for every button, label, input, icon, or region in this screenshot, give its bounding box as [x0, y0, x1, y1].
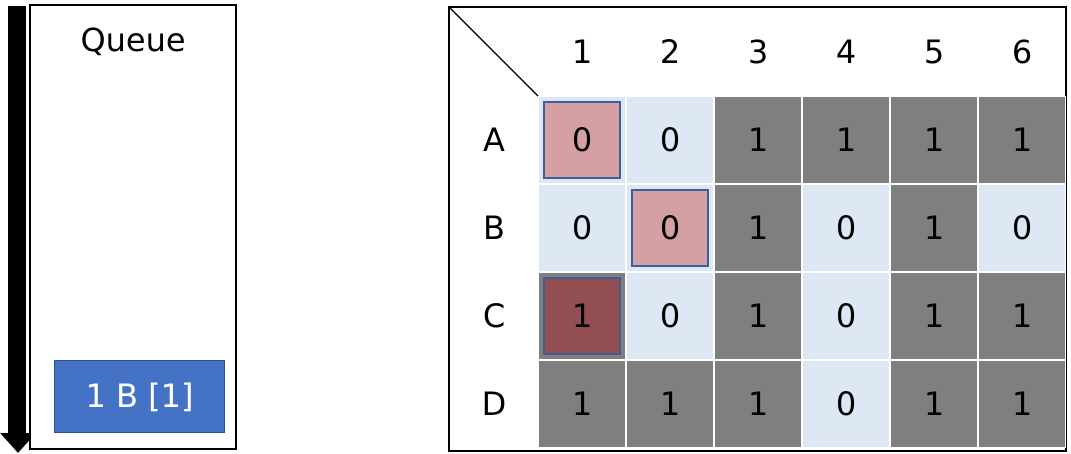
highlight-marker: [543, 101, 621, 179]
queue-panel: Queue 1 B [1]: [29, 4, 237, 450]
column-header-1: 1: [571, 33, 593, 71]
grid-cell-A6: 1: [978, 96, 1066, 184]
cell-value: 0: [659, 209, 681, 247]
cell-value: 1: [747, 385, 769, 423]
cell-value: 0: [659, 297, 681, 335]
grid-cell-B1: 0: [538, 184, 626, 272]
cell-value: 1: [1011, 297, 1033, 335]
row-header-B: B: [483, 209, 505, 247]
grid-cell-D2: 1: [626, 360, 714, 448]
cell-value: 1: [923, 385, 945, 423]
column-header-5: 5: [923, 33, 945, 71]
grid-cell-A1: 0: [538, 96, 626, 184]
cell-value: 1: [923, 121, 945, 159]
cell-value: 1: [1011, 385, 1033, 423]
queue-title: Queue: [80, 21, 186, 59]
grid-cell-D4: 0: [802, 360, 890, 448]
grid-cell-A3: 1: [714, 96, 802, 184]
grid-cell-C4: 0: [802, 272, 890, 360]
cell-value: 1: [1011, 121, 1033, 159]
grid-cell-A5: 1: [890, 96, 978, 184]
cell-value: 1: [659, 385, 681, 423]
grid-cell-C3: 1: [714, 272, 802, 360]
cell-value: 1: [571, 385, 593, 423]
cell-value: 1: [923, 209, 945, 247]
cell-value: 1: [747, 297, 769, 335]
cell-value: 0: [571, 121, 593, 159]
grid-cell-A4: 1: [802, 96, 890, 184]
cell-value: 0: [835, 209, 857, 247]
grid-cell-B5: 1: [890, 184, 978, 272]
column-header-3: 3: [747, 33, 769, 71]
highlight-marker: [631, 189, 709, 267]
cell-value: 0: [835, 385, 857, 423]
cell-value: 0: [571, 209, 593, 247]
down-arrow-shaft: [8, 6, 26, 438]
down-arrow-icon: [0, 433, 36, 453]
grid-cell-C2: 0: [626, 272, 714, 360]
cell-value: 1: [571, 297, 593, 335]
row-header-A: A: [483, 121, 505, 159]
grid-cell-D1: 1: [538, 360, 626, 448]
cell-value: 0: [659, 121, 681, 159]
queue-item: 1 B [1]: [54, 360, 225, 433]
column-header-2: 2: [659, 33, 681, 71]
grid-cell-B4: 0: [802, 184, 890, 272]
grid-cell-B6: 0: [978, 184, 1066, 272]
column-header-4: 4: [835, 33, 857, 71]
grid-cell-D5: 1: [890, 360, 978, 448]
grid-cell-D3: 1: [714, 360, 802, 448]
highlight-marker: [543, 277, 621, 355]
grid-cell-C6: 1: [978, 272, 1066, 360]
row-header-C: C: [482, 297, 506, 335]
grid-cell-A2: 0: [626, 96, 714, 184]
grid-cell-B3: 1: [714, 184, 802, 272]
grid-cell-D6: 1: [978, 360, 1066, 448]
row-header-D: D: [481, 385, 507, 423]
cell-value: 1: [923, 297, 945, 335]
corner-diagonal: [450, 8, 539, 97]
cell-value: 0: [835, 297, 857, 335]
grid-cell-B2: 0: [626, 184, 714, 272]
cell-value: 1: [747, 121, 769, 159]
cell-value: 1: [747, 209, 769, 247]
cell-value: 1: [835, 121, 857, 159]
grid-cell-C1: 1: [538, 272, 626, 360]
column-header-6: 6: [1011, 33, 1033, 71]
cell-value: 0: [1011, 209, 1033, 247]
grid-cell-C5: 1: [890, 272, 978, 360]
